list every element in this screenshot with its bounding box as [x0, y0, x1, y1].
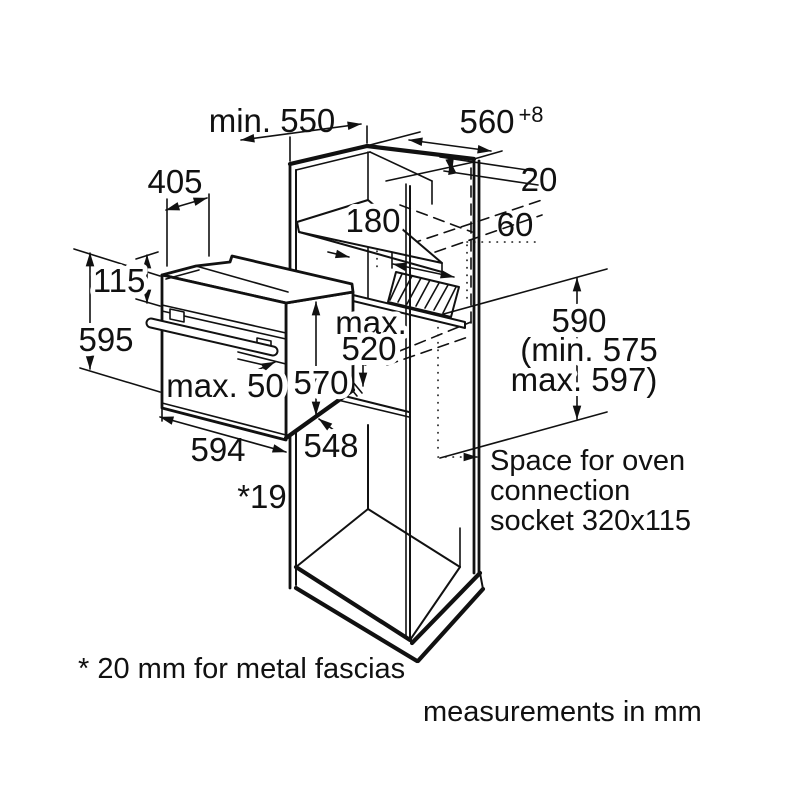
cabinet-bottom-right-edge — [409, 570, 483, 646]
label-oven-top-depth: 405 — [147, 163, 202, 200]
label-niche-width-tolerance: +8 — [518, 102, 543, 127]
label-oven-body-width: 548 — [303, 427, 358, 464]
socket-note-line1: Space for oven — [490, 445, 685, 477]
hidden-edges — [364, 167, 543, 458]
socket-note-line2: connection — [490, 475, 630, 507]
oven — [145, 254, 356, 442]
label-door-clearance: max. 50 — [166, 367, 283, 404]
insert-direction-arrow — [327, 249, 350, 259]
label-shelf-opening-height: 180 — [345, 202, 400, 239]
socket-note-line3: socket 320x115 — [490, 505, 691, 537]
label-niche-depth: min. 550 — [209, 102, 336, 139]
oven-handle — [145, 308, 279, 357]
label-fascia-ref: *19 — [237, 478, 287, 515]
label-niche-height: 590 — [551, 302, 606, 339]
cabinet-top-left-edge — [287, 143, 370, 167]
plinth-front-edge — [293, 585, 420, 664]
labels: min. 550 560 +8 20 405 180 60 115 595 ma… — [73, 102, 702, 728]
label-fascia-height: 115 — [93, 262, 146, 299]
label-rear-clearance: 60 — [497, 206, 534, 243]
label-oven-height: 595 — [78, 321, 133, 358]
label-oven-depth: 570 — [293, 364, 348, 401]
label-niche-height-max: max. 597) — [511, 361, 658, 398]
lower-compartment — [295, 424, 461, 641]
label-oven-width: 594 — [190, 431, 245, 468]
plinth-right-edge — [415, 586, 486, 664]
control-panel-line — [161, 304, 287, 334]
label-max: max. — [335, 304, 407, 341]
cabinet-bottom-front-edge — [293, 564, 413, 643]
oven-front-face — [160, 273, 288, 442]
dimensions — [73, 121, 608, 462]
cabinet-top-back-edge — [364, 143, 477, 162]
label-niche-width: 560 — [459, 103, 514, 140]
label-niche-height-min: (min. 575 — [520, 331, 658, 368]
units-note: measurements in mm — [423, 696, 702, 728]
label-max-floor-depth: 520 — [341, 330, 396, 367]
footnote: * 20 mm for metal fascias — [78, 653, 405, 685]
label-top-gap: 20 — [521, 161, 558, 198]
oven-top-face — [160, 254, 355, 305]
